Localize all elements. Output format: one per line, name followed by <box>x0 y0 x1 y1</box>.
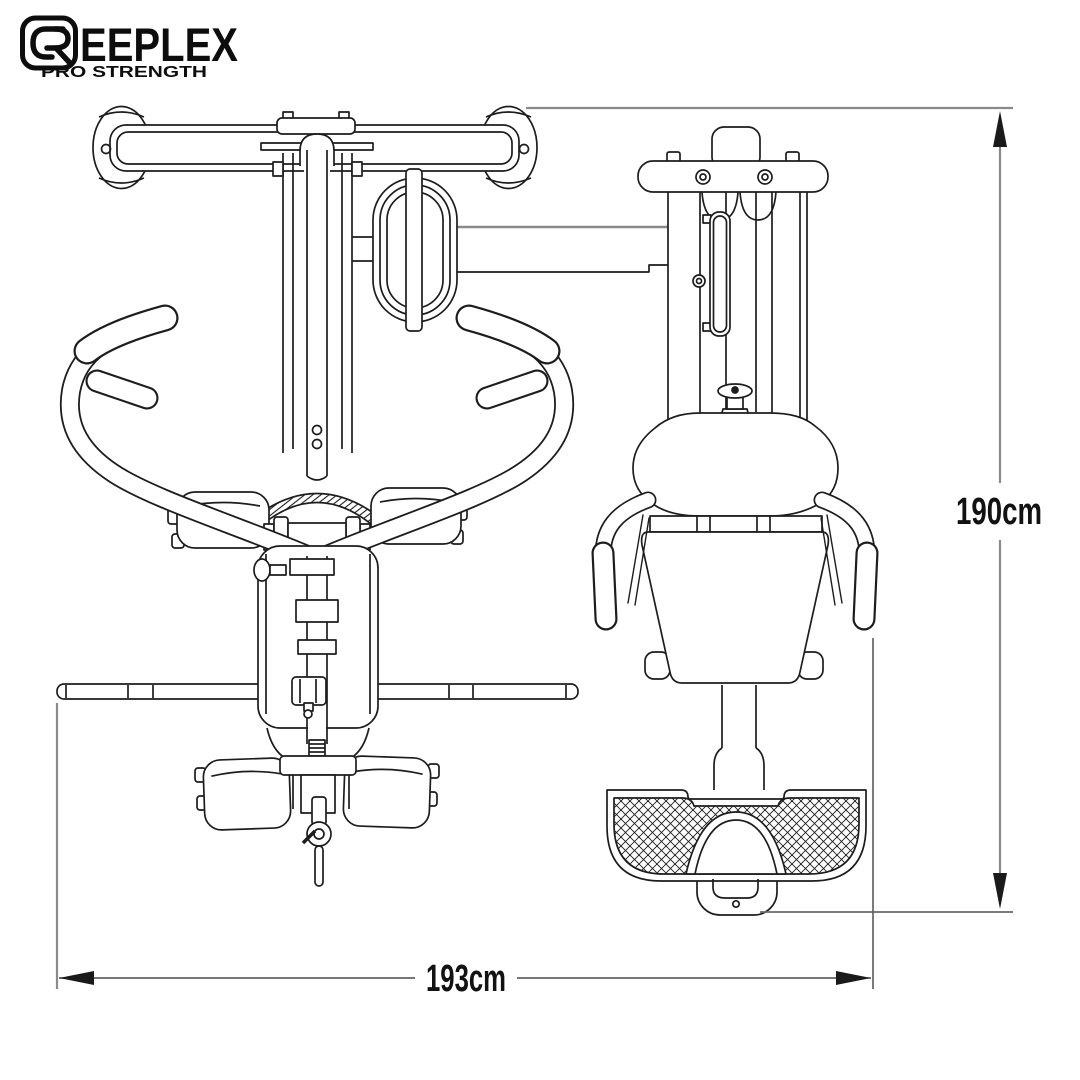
front-handles <box>591 491 879 631</box>
height-arrow-down-icon <box>993 873 1007 909</box>
logo-tagline: PRO STRENGTH <box>41 64 207 81</box>
height-arrow-up-icon <box>993 111 1007 147</box>
logo-r-mark-icon <box>20 15 78 71</box>
pull-pin <box>301 796 332 887</box>
height-dimension: 190cm <box>526 106 1042 913</box>
press-arm-links <box>352 225 668 273</box>
seat-back-pad <box>640 531 830 684</box>
chest-pad <box>692 211 731 337</box>
front-handle-left <box>591 491 657 631</box>
front-top-crossbar <box>637 151 829 193</box>
machine-top-view <box>56 105 668 887</box>
machine-front-view <box>591 126 879 916</box>
height-dimension-label: 190cm <box>956 491 1042 533</box>
right-handlebar <box>312 304 575 567</box>
seat-band <box>649 515 823 533</box>
logo-wordmark: EEPLEX <box>80 18 238 71</box>
width-dimension-label: 193cm <box>426 958 506 1000</box>
platform-center-hump <box>685 811 787 875</box>
reeplex-logo: EEPLEX PRO STRENGTH <box>20 15 238 81</box>
width-dimension: 193cm <box>55 638 874 1000</box>
bottom-roller-left <box>202 757 292 831</box>
headrest-pad <box>372 168 458 332</box>
handlebars <box>59 304 575 567</box>
bottom-roller-right <box>342 755 432 829</box>
front-handle-right <box>813 491 879 631</box>
central-tube <box>304 150 330 481</box>
width-arrow-left-icon <box>59 971 94 985</box>
base-foot-detail <box>712 879 759 909</box>
foot-platform <box>606 789 867 882</box>
bottom-roller-assembly <box>194 727 440 887</box>
lower-column <box>713 685 765 790</box>
seat-top-cushion <box>632 412 839 517</box>
left-handlebar <box>59 304 322 567</box>
width-arrow-right-icon <box>836 971 871 985</box>
carriage-plate <box>253 545 379 746</box>
